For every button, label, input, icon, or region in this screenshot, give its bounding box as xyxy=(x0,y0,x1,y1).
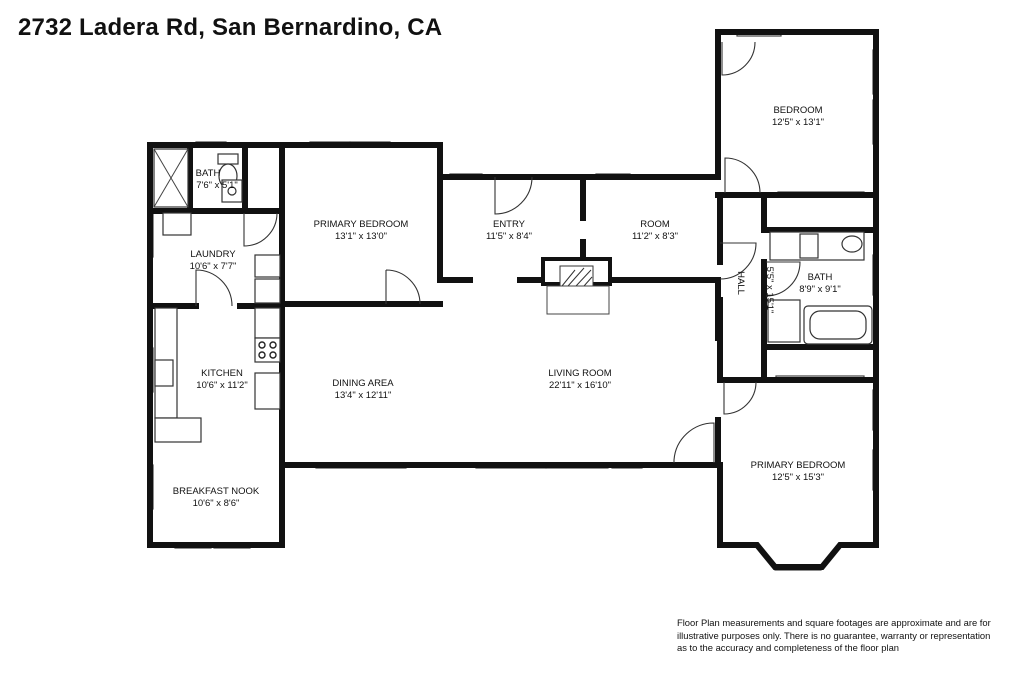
room-name-primary-bedroom-2: PRIMARY BEDROOM xyxy=(751,460,846,471)
walls xyxy=(147,29,879,570)
disclaimer-line: as to the accuracy and completeness of t… xyxy=(677,642,900,654)
dryer xyxy=(254,278,281,304)
counter xyxy=(254,307,281,339)
room-size-primary-bedroom-2: 12'5" x 15'3" xyxy=(772,472,824,483)
door xyxy=(243,212,278,247)
room-name-room: ROOM xyxy=(640,219,670,230)
room-name-bedroom: BEDROOM xyxy=(773,105,822,116)
door xyxy=(385,269,421,305)
room-size-entry: 11'5" x 8'4" xyxy=(486,231,532,242)
refrigerator xyxy=(254,372,281,410)
door xyxy=(494,176,533,215)
room-size-bedroom: 12'5" x 13'1" xyxy=(772,117,824,128)
door xyxy=(673,422,715,463)
room-labels: BATH 7'6" x 5'1" LAUNDRY 10'6" x 7'7" PR… xyxy=(173,105,846,509)
room-name-primary-bedroom-1: PRIMARY BEDROOM xyxy=(314,219,409,230)
door xyxy=(195,269,233,307)
fireplace xyxy=(541,257,612,315)
room-name-laundry: LAUNDRY xyxy=(190,249,236,260)
room-size-room: 11'2" x 8'3" xyxy=(632,231,678,242)
kitchen-sink xyxy=(154,359,174,387)
room-name-kitchen: KITCHEN xyxy=(201,368,243,379)
stove xyxy=(254,337,281,363)
room-size-laundry: 10'6" x 7'7" xyxy=(190,261,237,272)
sink xyxy=(841,235,863,253)
room-name-dining: DINING AREA xyxy=(332,378,394,389)
room-size-bath-large: 8'9" x 9'1" xyxy=(799,284,841,295)
property-address-title: 2732 Ladera Rd, San Bernardino, CA xyxy=(18,14,443,41)
toilet xyxy=(217,153,239,165)
room-size-hall: 5'5" x 15'1" xyxy=(764,267,775,314)
room-size-dining: 13'4" x 12'11" xyxy=(335,390,392,401)
room-name-hall: HALL xyxy=(735,271,746,295)
door xyxy=(723,381,757,415)
door xyxy=(765,261,801,297)
door xyxy=(719,242,757,280)
door xyxy=(721,41,756,76)
room-size-bath-small: 7'6" x 5'1" xyxy=(196,180,238,191)
room-name-living: LIVING ROOM xyxy=(548,368,611,379)
floor-plan-disclaimer: Floor Plan measurements and square foota… xyxy=(677,617,1007,655)
washer xyxy=(254,254,281,278)
room-size-breakfast-nook: 10'6" x 8'6" xyxy=(193,498,240,509)
cabinet xyxy=(162,212,192,236)
kitchen-island xyxy=(154,417,202,443)
doors xyxy=(195,41,801,463)
room-name-breakfast-nook: BREAKFAST NOOK xyxy=(173,486,260,497)
room-name-bath-small: BATH xyxy=(196,168,221,179)
door xyxy=(724,157,761,194)
bath-cabinet xyxy=(767,299,801,343)
fixtures xyxy=(153,148,873,443)
room-size-living: 22'11" x 16'10" xyxy=(549,380,611,391)
room-name-entry: ENTRY xyxy=(493,219,526,230)
room-size-primary-bedroom-1: 13'1" x 13'0" xyxy=(335,231,387,242)
room-size-kitchen: 10'6" x 11'2" xyxy=(196,380,247,391)
disclaimer-line: illustrative purposes only. There is no … xyxy=(677,629,991,641)
disclaimer-line: Floor Plan measurements and square foota… xyxy=(677,617,991,628)
toilet xyxy=(799,233,819,259)
room-name-bath-large: BATH xyxy=(808,272,833,283)
